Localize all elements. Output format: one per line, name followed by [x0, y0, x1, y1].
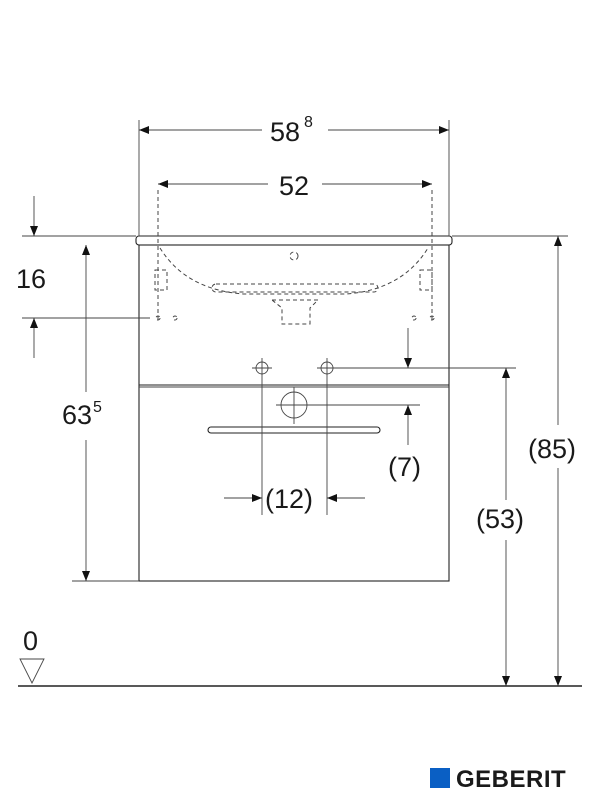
- logo-text: GEBERIT: [456, 766, 566, 793]
- basin-top: [135, 235, 453, 246]
- cabinet-outline: [138, 244, 450, 582]
- total-width-label: 58: [270, 117, 300, 147]
- floor-level-label: 0: [23, 626, 38, 656]
- logo-square-icon: [430, 768, 450, 788]
- drawer-handle: [207, 426, 381, 434]
- pipe-connections: [252, 358, 337, 515]
- drain-offset-label: (7): [388, 452, 421, 482]
- total-height-label: (85): [528, 434, 576, 464]
- basin-width-label: 52: [279, 171, 309, 201]
- pipe-spacing-label: (12): [265, 484, 313, 514]
- basin-hidden-lines: [154, 190, 435, 325]
- dimension-lines: [30, 126, 562, 686]
- floor-level-marker: 0: [19, 626, 45, 685]
- total-width-superscript: 8: [304, 114, 313, 131]
- geberit-logo: GEBERIT: [430, 766, 566, 793]
- extension-lines: [18, 120, 582, 687]
- cabinet-height-superscript: 5: [93, 399, 102, 416]
- level-triangle-icon: [19, 658, 45, 685]
- cabinet-height-label: 63: [62, 400, 92, 430]
- drain-height-label: (53): [476, 504, 524, 534]
- top-offset-label: 16: [16, 264, 46, 294]
